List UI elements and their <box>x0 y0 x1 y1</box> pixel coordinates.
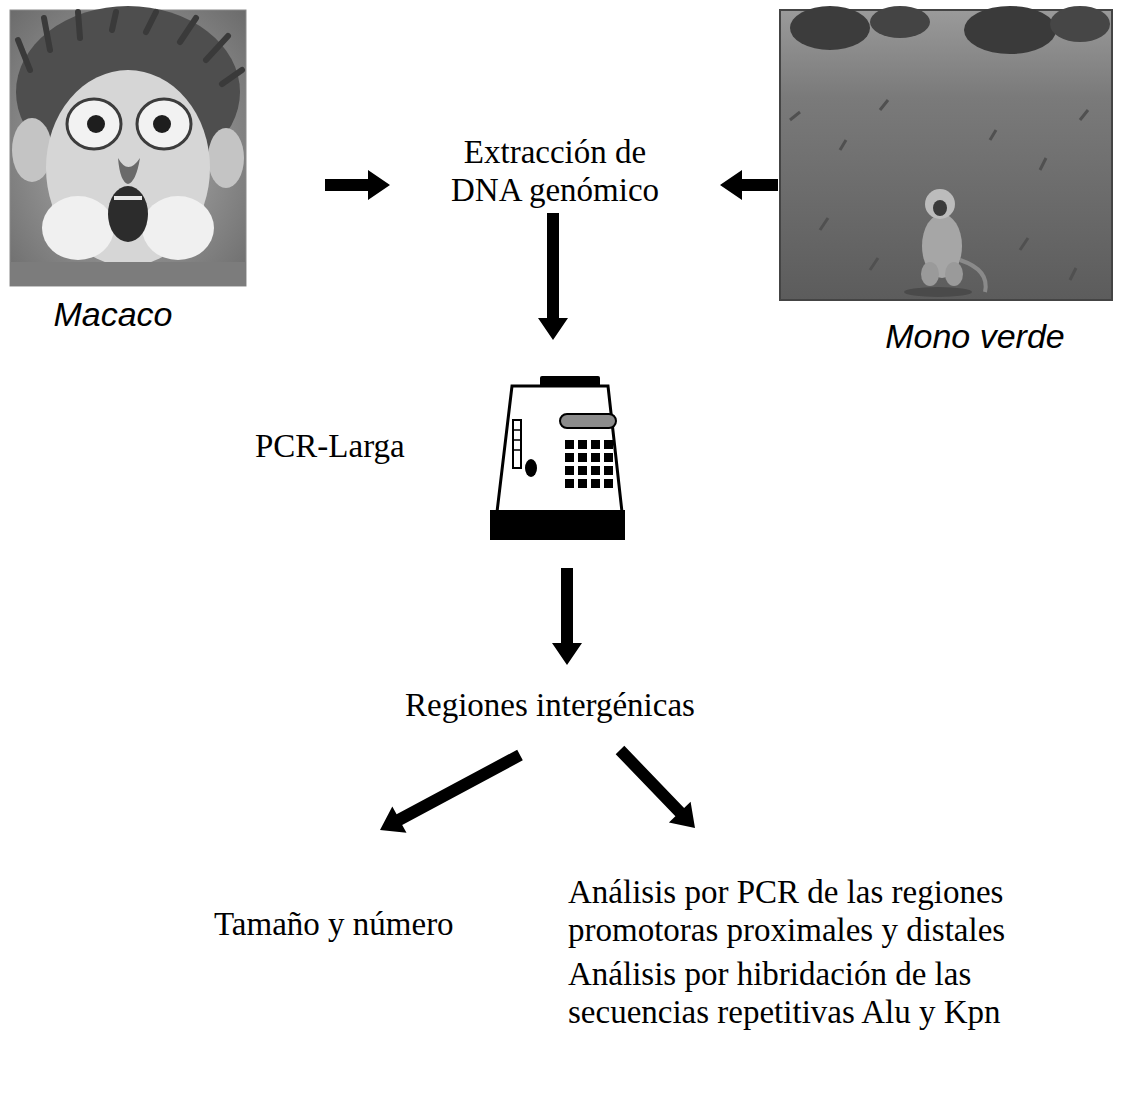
process-step: Extracción de DNA genómico <box>445 133 665 209</box>
pcr-machine-icon <box>490 376 625 540</box>
process-step: Regiones intergénicas <box>405 686 695 724</box>
block-arrow <box>552 568 582 665</box>
photo-node: Mono verde <box>780 10 1112 356</box>
node-label: Macaco <box>10 294 216 334</box>
block-arrow <box>616 746 695 828</box>
machine-node: PCR-Larga <box>255 375 625 540</box>
block-arrow <box>325 170 390 200</box>
block-arrow <box>720 170 778 200</box>
node-label: Análisis por PCR de las regiones promoto… <box>568 873 1024 949</box>
node-label: Mono verde <box>838 316 1112 356</box>
result-step: Análisis por PCR de las regiones promoto… <box>568 873 1024 1031</box>
node-label: Tamaño y número <box>214 905 454 943</box>
node-label: Regiones intergénicas <box>405 686 695 724</box>
block-arrow <box>538 213 568 340</box>
node-label: Análisis por hibridación de las secuenci… <box>568 955 1024 1031</box>
node-label: Extracción de DNA genómico <box>445 133 665 209</box>
node-label: PCR-Larga <box>255 427 625 465</box>
photo-node: Macaco <box>10 10 246 334</box>
green-monkey-photo <box>780 6 1112 300</box>
block-arrow <box>380 750 523 833</box>
result-step: Tamaño y número <box>214 905 454 943</box>
macaque-photo <box>10 6 246 286</box>
